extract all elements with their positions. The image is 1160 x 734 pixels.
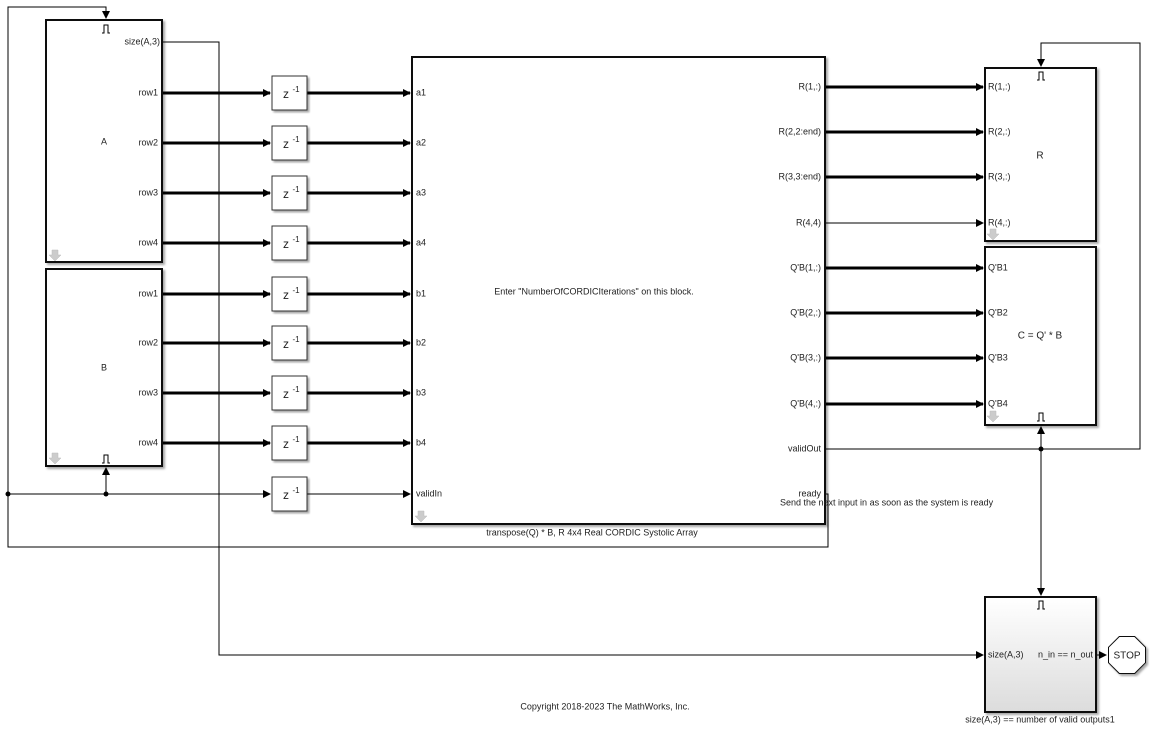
port-label: a3 [416,187,426,197]
unit-delay-block[interactable] [271,125,308,161]
branch-point [5,491,11,497]
port-label: row3 [138,187,158,197]
down-arrow-icon [48,249,62,262]
port-label: R(3,3:end) [778,171,821,181]
delay-label: z [283,437,289,451]
port-label: Q'B2 [988,307,1008,317]
valid-out-line[interactable] [825,42,1141,450]
port-label: b4 [416,437,426,447]
size-a3-line[interactable] [162,41,984,659]
delay-label: z [283,288,289,302]
delay-exponent: -1 [292,335,300,344]
delay-label: z [283,488,289,502]
cordic-systolic-array-block[interactable] [411,56,826,525]
port-label: Q'B(1,:) [790,262,821,272]
delay-exponent: -1 [292,286,300,295]
delay-exponent: -1 [292,235,300,244]
delay-exponent: -1 [292,85,300,94]
down-arrow-icon [986,410,1000,423]
unit-delay-block[interactable] [271,225,308,261]
trigger-icon [102,454,110,464]
port-label: Q'B(2,:) [790,307,821,317]
port-label: validOut [788,443,822,453]
block-caption: size(A,3) == number of valid outputs1 [965,714,1115,724]
a-trigger-line[interactable] [7,6,110,494]
unit-delay-block[interactable] [271,75,308,111]
trigger-icon [1037,600,1045,610]
port-label: validIn [416,488,442,498]
port-label: R(1,:) [799,81,822,91]
delay-label: z [283,337,289,351]
port-label: Q'B(4,:) [790,398,821,408]
port-label: row4 [138,237,158,247]
stop-block[interactable] [1108,636,1146,674]
down-arrow-icon [48,452,62,465]
trigger-icon [102,24,110,34]
port-label: n_in == n_out [1038,649,1094,659]
port-label: row3 [138,387,158,397]
trigger-icon [1037,412,1045,422]
down-arrow-icon [986,228,1000,241]
unit-delay-block[interactable] [271,325,308,361]
port-label: row4 [138,437,158,447]
port-label: row2 [138,137,158,147]
block-B[interactable] [45,268,163,467]
annotation-text: Send the next input in as soon as the sy… [780,497,994,507]
port-label: b2 [416,337,426,347]
port-label: b1 [416,288,426,298]
port-label: row2 [138,337,158,347]
delay-label: z [283,237,289,251]
unit-delay-block[interactable] [271,276,308,312]
delay-label: z [283,137,289,151]
block-C[interactable] [984,246,1097,426]
port-label: a4 [416,237,426,247]
port-label: R(1,:) [988,81,1011,91]
port-label: R(3,:) [988,171,1011,181]
output-count-check-block[interactable] [984,596,1097,713]
unit-delay-block[interactable] [271,375,308,411]
branch-point [103,491,109,497]
down-arrow-icon [414,510,428,523]
delay-exponent: -1 [292,135,300,144]
port-label: R(2,2:end) [778,126,821,136]
delay-exponent: -1 [292,486,300,495]
port-label: size(A,3) [124,36,160,46]
port-label: row1 [138,288,158,298]
unit-delay-block[interactable] [271,175,308,211]
port-label: size(A,3) [988,649,1024,659]
port-label: b3 [416,387,426,397]
port-label: R(4,:) [988,217,1011,227]
delay-label: z [283,187,289,201]
delay-exponent: -1 [292,185,300,194]
delay-exponent: -1 [292,385,300,394]
unit-delay-block[interactable] [271,425,308,461]
block-A-title: A [101,136,107,146]
block-A[interactable] [45,19,163,263]
block-C-title: C = Q' * B [1018,331,1063,342]
port-label: Q'B(3,:) [790,352,821,362]
stop-label: STOP [1113,651,1140,662]
ready-loop-line[interactable] [7,493,829,548]
branch-point [1038,446,1044,452]
port-label: Q'B1 [988,262,1008,272]
port-label: a1 [416,87,426,97]
block-instruction: Enter "NumberOfCORDICIterations" on this… [494,286,693,296]
delay-label: z [283,387,289,401]
unit-delay-block[interactable] [271,476,308,512]
delay-label: z [283,87,289,101]
port-label: row1 [138,87,158,97]
trigger-icon [1037,71,1045,81]
port-label: R(4,4) [796,217,821,227]
copyright-text: Copyright 2018-2023 The MathWorks, Inc. [520,701,689,711]
port-label: a2 [416,137,426,147]
port-label: ready [798,488,821,498]
delay-exponent: -1 [292,435,300,444]
port-label: Q'B4 [988,398,1008,408]
block-R[interactable] [984,67,1097,242]
port-label: Q'B3 [988,352,1008,362]
port-label: R(2,:) [988,126,1011,136]
block-R-title: R [1036,151,1043,162]
block-caption: transpose(Q) * B, R 4x4 Real CORDIC Syst… [486,527,698,537]
block-B-title: B [101,362,107,372]
